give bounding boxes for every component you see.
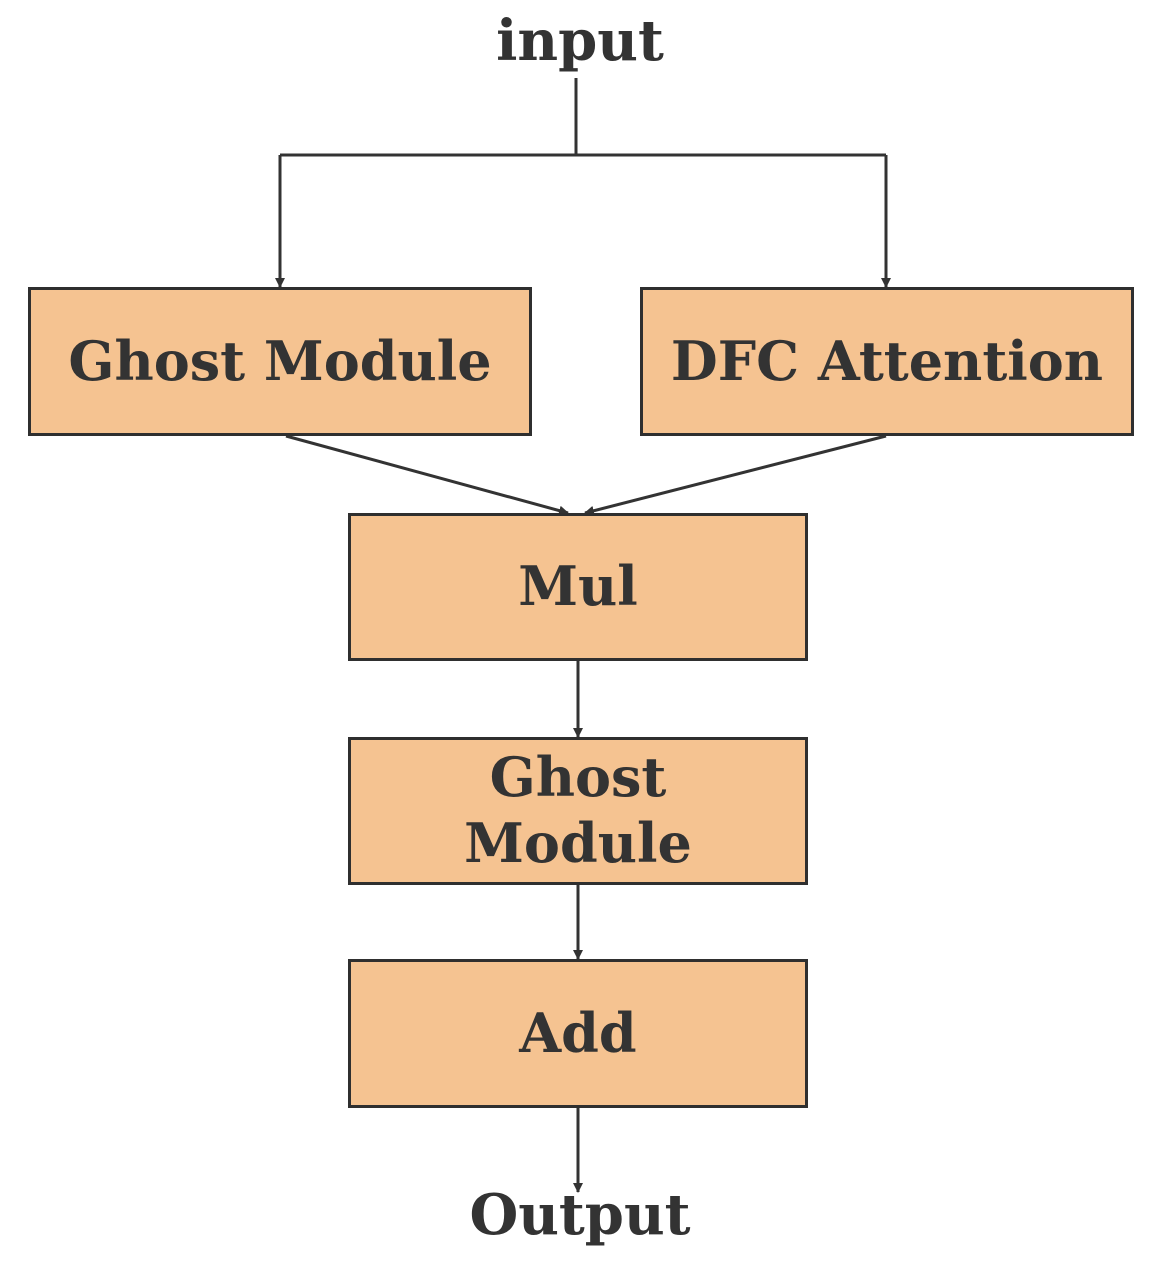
output-label: Output [469, 1182, 691, 1248]
ghost-module-node: Ghost Module [28, 287, 532, 436]
dfc-attention-node: DFC Attention [640, 287, 1134, 436]
arrow-dfc-to-mul [584, 434, 887, 516]
ghost-module-second-node-label: Ghost Module [464, 745, 692, 875]
mul-node: Mul [348, 513, 808, 661]
dfc-attention-node-label: DFC Attention [670, 328, 1104, 393]
input-label: input [496, 8, 664, 74]
ghost-module-second-node: Ghost Module [348, 737, 808, 885]
ghost-module-node-label: Ghost Module [68, 328, 492, 393]
arrow-ghost-to-mul [285, 434, 569, 516]
mul-node-label: Mul [518, 554, 638, 619]
add-node: Add [348, 959, 808, 1108]
add-node-label: Add [519, 1000, 637, 1065]
